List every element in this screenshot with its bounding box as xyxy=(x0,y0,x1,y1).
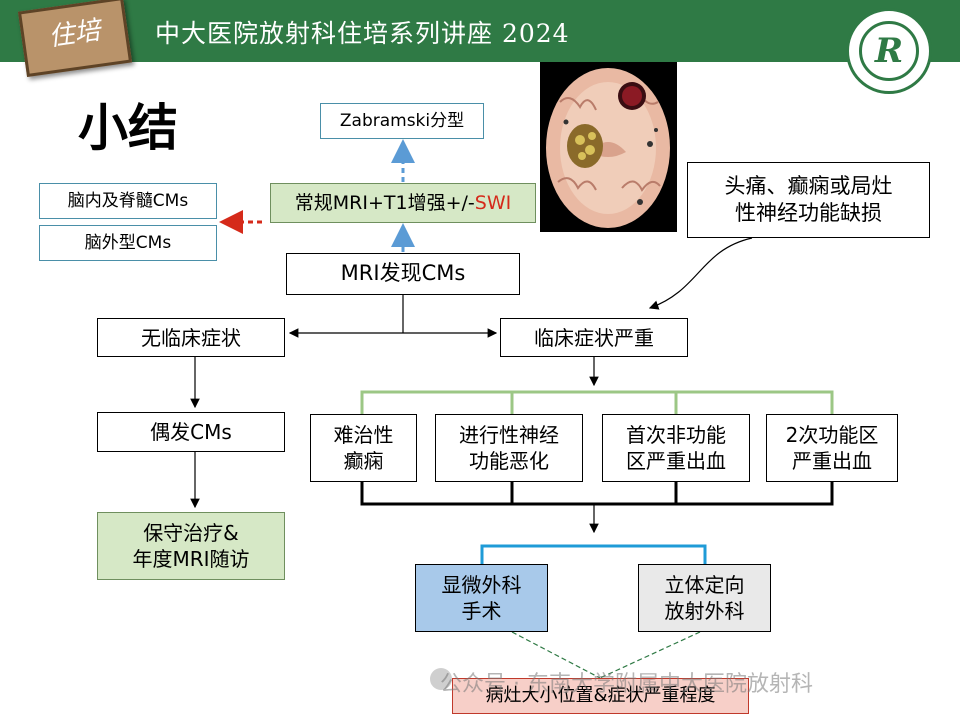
first-bleed-box: 首次非功能 区严重出血 xyxy=(602,414,750,482)
refractory-line2: 癫痫 xyxy=(343,449,384,473)
symptoms-box: 头痛、癫痫或局灶 性神经功能缺损 xyxy=(687,162,930,238)
progressive-deficit-box: 进行性神经 功能恶化 xyxy=(435,414,583,482)
first-bleed-line1: 首次非功能 xyxy=(626,423,726,447)
swi-label: SWI xyxy=(474,191,512,214)
refractory-line1: 难治性 xyxy=(333,423,394,447)
decision-factor-box: 病灶大小位置&症状严重程度 xyxy=(452,678,749,714)
refractory-epilepsy-box: 难治性 癫痫 xyxy=(310,414,417,482)
symptoms-line1: 头痛、癫痫或局灶 xyxy=(724,173,893,198)
second-bleed-line2: 严重出血 xyxy=(792,449,872,473)
zabramski-box: Zabramski分型 xyxy=(320,103,484,139)
asymptomatic-label: 无临床症状 xyxy=(141,325,241,350)
brain-spinal-box: 脑内及脊髓CMs xyxy=(39,183,217,219)
lecture-title: 中大医院放射科住培系列讲座 2024 xyxy=(155,19,570,48)
microsurgery-line2: 手术 xyxy=(461,599,502,623)
stereotactic-box: 立体定向 放射外科 xyxy=(638,564,771,632)
brain-illustration xyxy=(540,62,677,232)
symptoms-line2: 性神经功能缺损 xyxy=(735,201,882,225)
microsurgery-box: 显微外科 手术 xyxy=(415,564,548,632)
conservative-line1: 保守治疗& xyxy=(143,521,239,545)
second-bleed-line1: 2次功能区 xyxy=(785,423,879,447)
mri-protocol-box: 常规MRI+T1增强+/-SWI xyxy=(270,183,536,223)
zabramski-label: Zabramski分型 xyxy=(339,110,465,131)
decision-factor-label: 病灶大小位置&症状严重程度 xyxy=(485,685,716,707)
wechat-icon xyxy=(430,668,452,690)
extracerebral-label: 脑外型CMs xyxy=(84,232,172,253)
severe-symptoms-label: 临床症状严重 xyxy=(534,325,654,350)
brain-spinal-label: 脑内及脊髓CMs xyxy=(67,190,189,211)
second-bleed-box: 2次功能区 严重出血 xyxy=(766,414,898,482)
incidental-box: 偶发CMs xyxy=(97,412,285,452)
stereotactic-line2: 放射外科 xyxy=(664,599,745,623)
conservative-line2: 年度MRI随访 xyxy=(132,547,250,571)
radiology-logo: R xyxy=(846,8,932,94)
mri-finding-box: MRI发现CMs xyxy=(286,253,520,295)
asymptomatic-box: 无临床症状 xyxy=(97,318,285,357)
conservative-box: 保守治疗& 年度MRI随访 xyxy=(97,512,285,580)
logo-letter: R xyxy=(859,21,919,81)
mri-finding-label: MRI发现CMs xyxy=(340,261,466,286)
incidental-label: 偶发CMs xyxy=(150,420,232,444)
microsurgery-line1: 显微外科 xyxy=(441,573,522,597)
slide-title: 小结 xyxy=(78,99,178,157)
progressive-line1: 进行性神经 xyxy=(459,423,559,447)
header-banner xyxy=(0,0,960,62)
watermark-text: 公众号 · 东南大学附属中大医院放射科 xyxy=(440,672,813,697)
progressive-line2: 功能恶化 xyxy=(469,449,549,473)
stereotactic-line1: 立体定向 xyxy=(664,573,745,597)
severe-symptoms-box: 临床症状严重 xyxy=(500,318,688,357)
mri-protocol-label: 常规MRI+T1增强+/- xyxy=(294,191,475,214)
first-bleed-line2: 区严重出血 xyxy=(626,449,726,473)
extracerebral-box: 脑外型CMs xyxy=(39,225,217,261)
